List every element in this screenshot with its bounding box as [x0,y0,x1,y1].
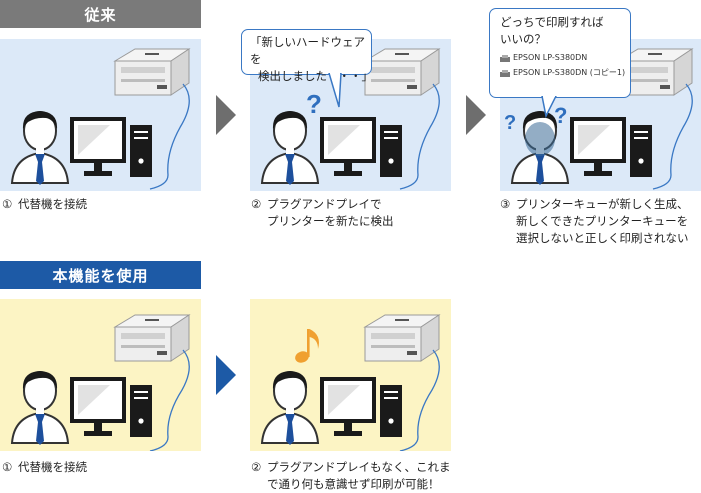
person-icon [261,110,319,186]
section-tab-with-feature: 本機能を使用 [0,261,201,289]
section-tab-conventional: 従来 [0,0,201,28]
scene-panel-old-1 [0,39,201,191]
printer-option: EPSON LP-S380DN [500,52,630,64]
monitor-icon [70,377,152,437]
bubble-tail [328,73,342,108]
scene-panel-new-1 [0,299,201,451]
music-note-icon [295,329,319,363]
person-icon [11,370,69,446]
printer-option-copy: EPSON LP-S380DN (コピー1) [500,67,630,79]
printer-icon [364,314,440,362]
printer-icon [364,48,440,96]
question-mark-icon: ? [504,112,516,134]
monitor-icon [70,117,152,177]
speech-bubble-which-printer: どっちで印刷すれば いいの？ EPSON LP-S380DN EPSON LP-… [489,8,631,98]
person-icon [261,370,319,446]
printer-icon [500,69,510,77]
arrow-right-icon [216,355,236,395]
question-mark-icon: ? [554,103,567,128]
speech-bubble-detected: 「新しいハードウェアを 検出しました・・・」 [241,29,373,83]
arrow-right-icon [216,95,236,135]
printer-icon [500,54,510,62]
arrow-right-icon [466,95,486,135]
scene-panel-new-2 [250,299,451,451]
question-mark-icon: ? [306,89,322,119]
monitor-icon [320,117,402,177]
monitor-icon [320,377,402,437]
printer-icon [114,48,190,96]
bubble-tail [541,96,557,118]
printer-icon [114,314,190,362]
person-icon [11,110,69,186]
monitor-icon [570,117,652,177]
